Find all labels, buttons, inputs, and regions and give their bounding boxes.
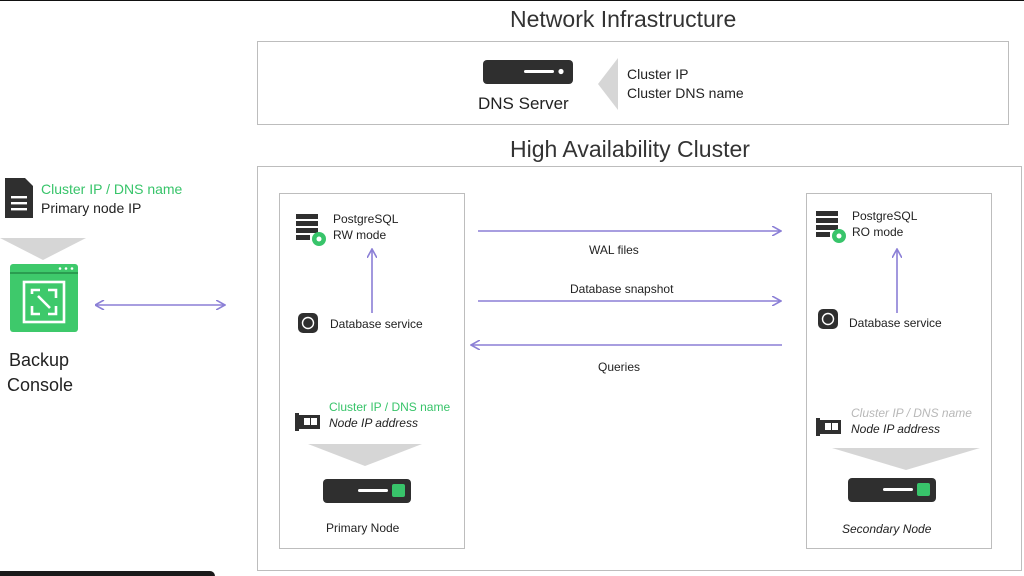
dns-info-cluster-dns: Cluster DNS name [627,85,744,101]
postgresql-db-icon [816,211,846,243]
network-infrastructure-title: Network Infrastructure [510,6,737,32]
backup-console-label-line2: Console [7,375,74,395]
queries-label: Queries [598,360,641,374]
primary-pg-mode: RW mode [333,228,387,242]
network-card-icon [295,413,320,431]
primary-pointer-icon [308,444,422,466]
postgresql-db-icon [296,214,326,246]
secondary-pg-mode: RO mode [852,225,904,239]
dns-info-cluster-ip: Cluster IP [627,66,689,82]
config-document-icon [5,178,33,218]
wal-files-label: WAL files [589,243,639,257]
backup-console-icon [10,264,78,332]
console-primary-ip-label: Primary node IP [41,200,142,216]
primary-cluster-ip-label: Cluster IP / DNS name [329,400,451,414]
secondary-db-service-label: Database service [849,316,942,330]
primary-db-service-label: Database service [330,317,423,331]
primary-pg-name: PostgreSQL [333,212,399,226]
db-snapshot-label: Database snapshot [570,282,674,296]
console-pointer-icon [0,238,86,260]
dns-server-icon [483,60,573,84]
secondary-cluster-ip-label: Cluster IP / DNS name [851,406,972,420]
secondary-node-label: Secondary Node [842,522,932,536]
bottom-bar [0,571,215,576]
secondary-pointer-icon [832,448,980,470]
primary-server-icon [323,479,411,503]
primary-node-label: Primary Node [326,521,400,535]
dns-pointer-icon [598,58,618,110]
database-service-icon [818,309,838,329]
network-card-icon [816,418,841,436]
primary-node-ip-label: Node IP address [329,416,418,430]
top-border [0,0,1024,1]
backup-console-label-line1: Backup [9,350,70,370]
secondary-server-icon [848,478,936,502]
dns-server-label: DNS Server [478,94,569,113]
secondary-pg-name: PostgreSQL [852,209,918,223]
network-infrastructure-box [257,41,1009,125]
secondary-node-ip-label: Node IP address [851,422,940,436]
database-service-icon [298,313,318,333]
console-cluster-ip-label: Cluster IP / DNS name [41,181,183,197]
cluster-title: High Availability Cluster [510,136,750,162]
